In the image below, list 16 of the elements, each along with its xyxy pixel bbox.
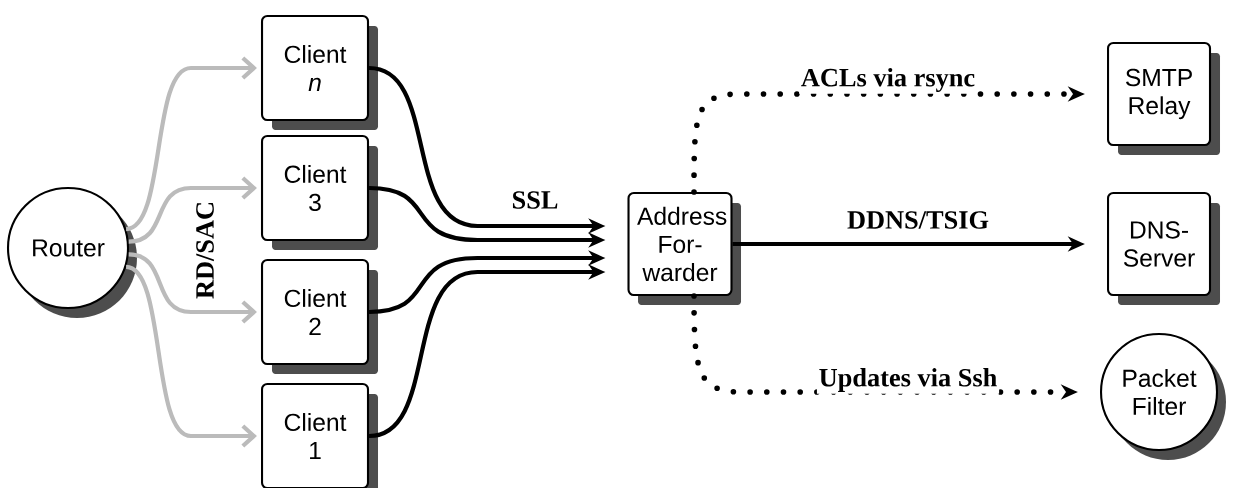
device-box: SMTP Relay [1106,41,1220,155]
device-box: DNS-Server [1106,191,1220,305]
arrow [128,252,257,324]
device-box: Client n [260,14,378,130]
vertical-label: RD/SAC [194,199,216,301]
edge-label: ACLs via rsync [799,66,977,94]
edge-label: Updates via Ssh [816,366,1000,394]
arrow [125,264,257,448]
arrow [125,56,257,232]
device-box: Client 3 [260,134,378,250]
arrow [128,176,257,244]
device-box: Address For-warder [627,191,741,305]
edge-label: DDNS/TSIG [845,209,991,231]
edge-label: SSL [509,189,561,211]
device-box: Client 1 [260,382,378,488]
device-box: Client 2 [260,258,378,374]
